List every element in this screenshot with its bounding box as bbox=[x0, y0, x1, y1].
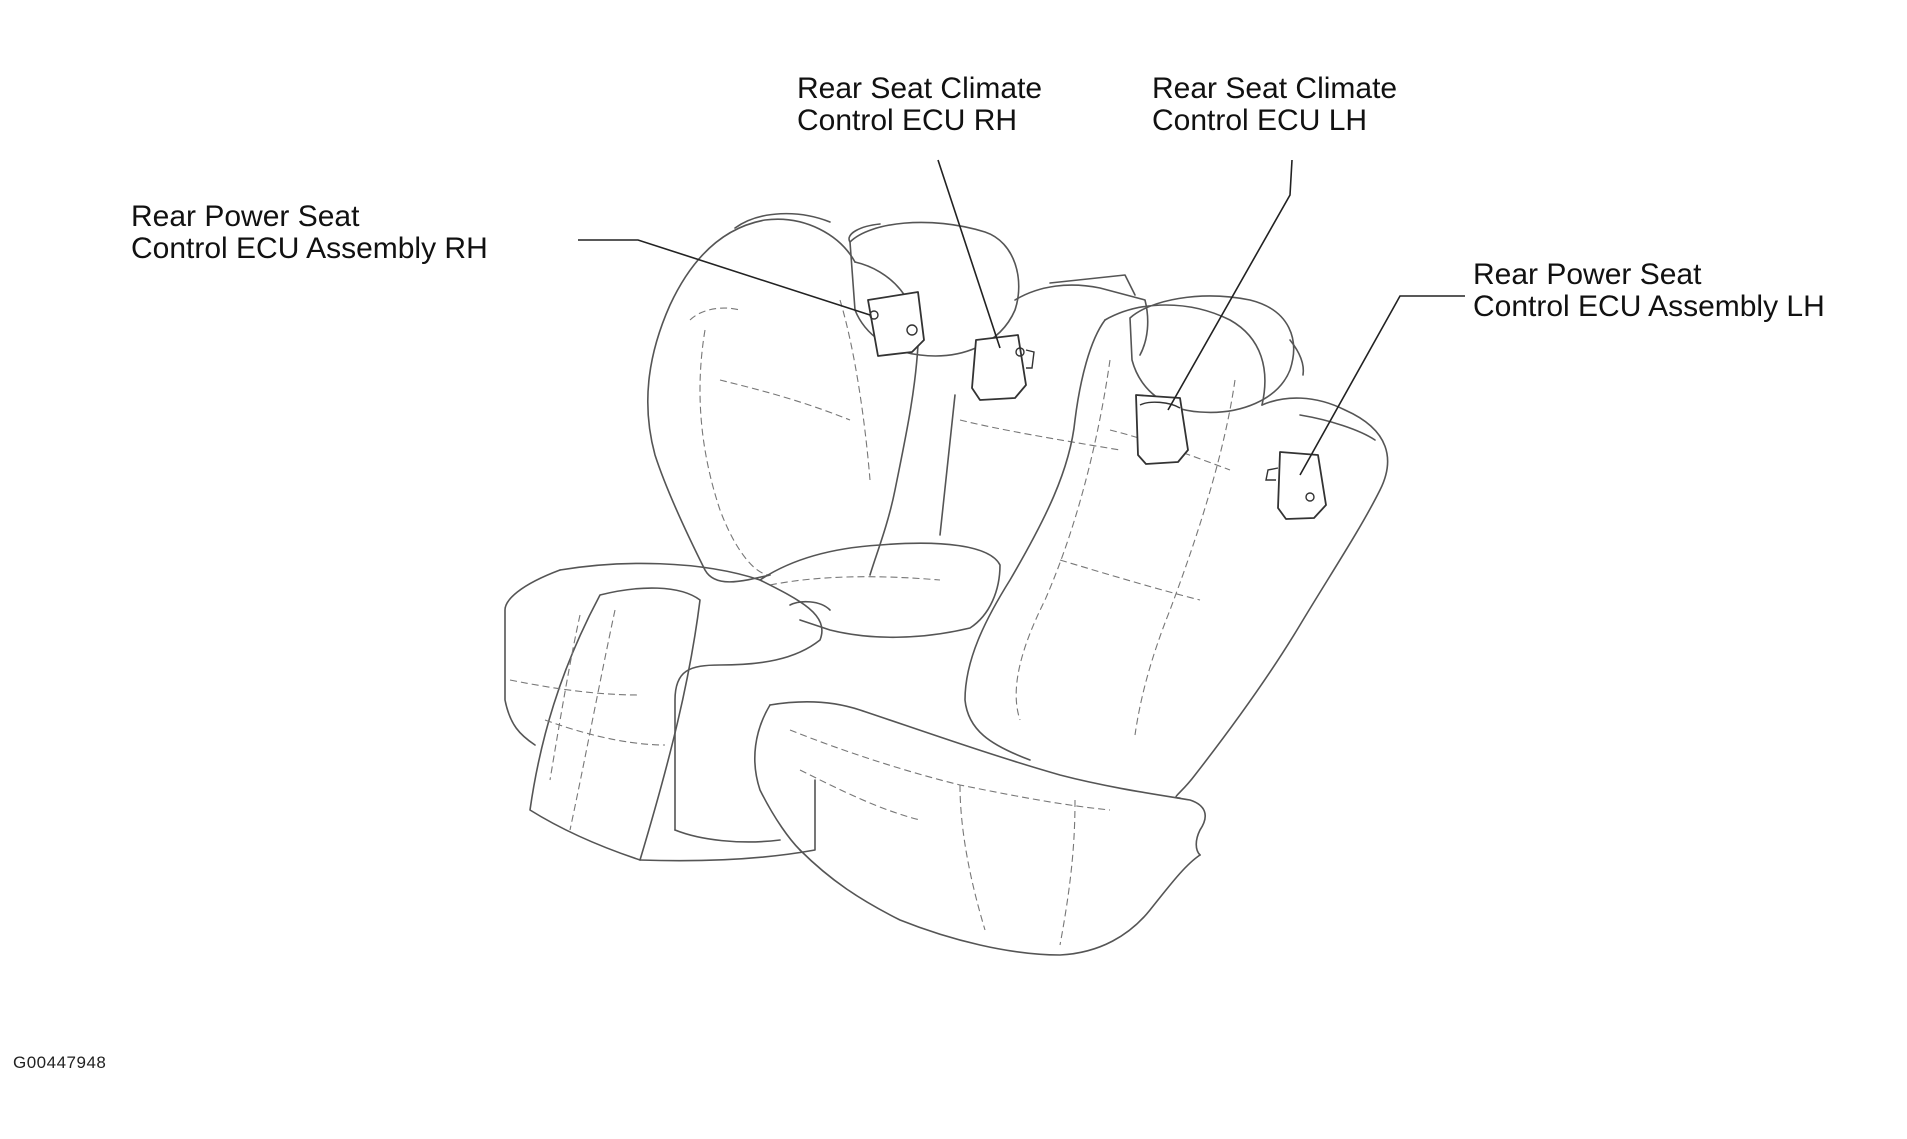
rh-cushion bbox=[504, 562, 823, 862]
ecu-power-seat-lh bbox=[1265, 451, 1327, 520]
leader-line-power-seat-rh bbox=[578, 239, 871, 316]
ecu-climate-rh bbox=[971, 334, 1035, 401]
rh-seat-back bbox=[647, 212, 919, 583]
label-line-1: Rear Seat Climate bbox=[797, 72, 1043, 105]
lh-seat-back bbox=[964, 304, 1389, 799]
label-rear-seat-climate-ecu-lh: Rear Seat Climate Control ECU LH bbox=[1152, 73, 1397, 137]
label-line-1: Rear Seat Climate bbox=[1152, 72, 1398, 105]
label-line-2: Control ECU Assembly RH bbox=[131, 232, 488, 265]
ecu-power-seat-rh bbox=[867, 291, 925, 357]
label-line-1: Rear Power Seat bbox=[131, 200, 360, 233]
leader-line-climate-rh bbox=[937, 159, 1001, 349]
label-rear-power-seat-ecu-lh: Rear Power Seat Control ECU Assembly LH bbox=[1473, 259, 1825, 323]
leader-line-climate-lh bbox=[1167, 159, 1293, 411]
label-rear-power-seat-ecu-rh: Rear Power Seat Control ECU Assembly RH bbox=[131, 201, 488, 265]
ecu-climate-lh bbox=[1135, 394, 1189, 465]
armrest bbox=[759, 542, 1001, 639]
figure-id: G00447948 bbox=[13, 1053, 107, 1072]
leader-line-power-seat-lh bbox=[1299, 295, 1465, 476]
label-rear-seat-climate-ecu-rh: Rear Seat Climate Control ECU RH bbox=[797, 73, 1042, 137]
label-line-2: Control ECU LH bbox=[1152, 104, 1368, 137]
label-line-1: Rear Power Seat bbox=[1473, 258, 1702, 291]
label-line-2: Control ECU RH bbox=[797, 104, 1018, 137]
label-line-2: Control ECU Assembly LH bbox=[1473, 290, 1825, 323]
lh-cushion bbox=[754, 700, 1206, 956]
center-backrest bbox=[939, 274, 1149, 536]
